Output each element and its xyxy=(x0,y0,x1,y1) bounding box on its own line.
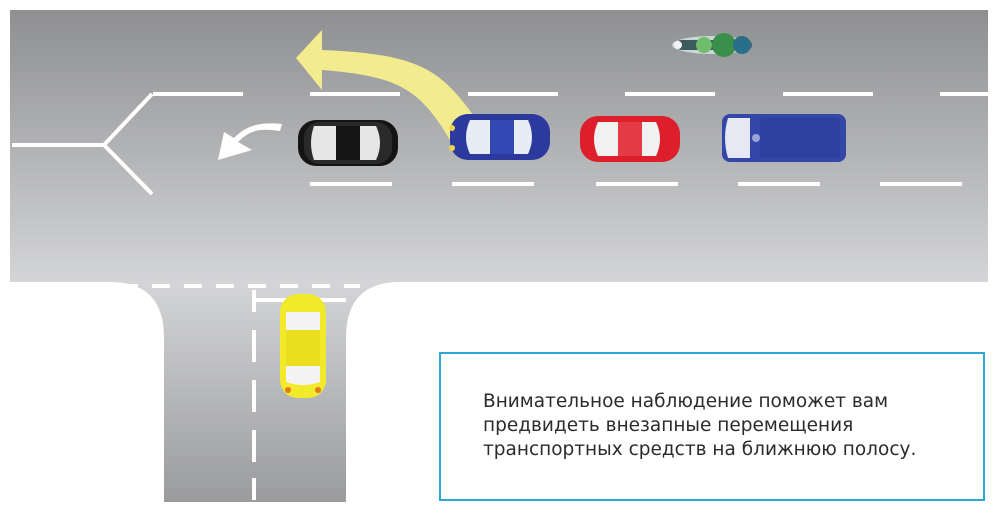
left-turn-arrow xyxy=(218,123,282,160)
yellow-car xyxy=(280,294,326,398)
caption-text: Внимательное наблюдение поможет вам пред… xyxy=(483,391,917,460)
caption-box: Внимательное наблюдение поможет вам пред… xyxy=(439,352,985,501)
black-car xyxy=(298,120,398,166)
lane-fork-marking xyxy=(12,92,154,196)
blue-car xyxy=(449,114,550,160)
blue-van xyxy=(722,114,846,162)
red-car xyxy=(580,116,680,162)
motorcycle xyxy=(672,33,752,57)
lane-change-arrow xyxy=(296,30,474,140)
